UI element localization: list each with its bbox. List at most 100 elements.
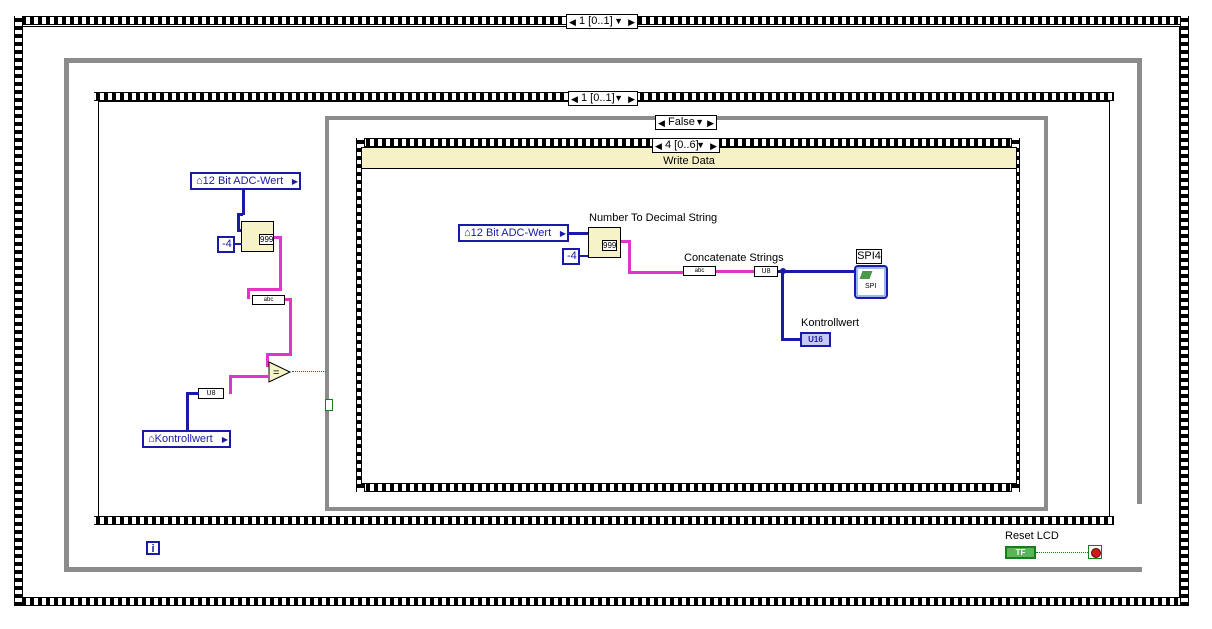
info-icon[interactable]: i bbox=[146, 541, 160, 555]
home-icon: ⌂ bbox=[196, 175, 203, 187]
chip-icon bbox=[859, 271, 873, 279]
wire-numeric bbox=[237, 213, 243, 216]
spi-glyph: SPI bbox=[865, 283, 877, 290]
constant-value: -4 bbox=[222, 238, 232, 250]
subdiagram-label-bar: Write Data bbox=[362, 148, 1016, 169]
u8-glyph: U8 bbox=[206, 390, 216, 397]
wire-numeric bbox=[235, 243, 242, 245]
wire-string bbox=[289, 298, 292, 355]
inner-sequence-frame-label: 1 [0..1] bbox=[581, 92, 615, 104]
concat-glyph: abc bbox=[694, 268, 705, 274]
wire-string bbox=[716, 270, 754, 273]
outer-sequence-right-border bbox=[1180, 16, 1189, 606]
concat-glyph: abc bbox=[263, 297, 274, 303]
kontrollwert-label: Kontrollwert bbox=[801, 317, 860, 329]
write-sequence-bottom-border bbox=[356, 483, 1020, 492]
subdiagram-label: Write Data bbox=[663, 155, 715, 167]
wire-boolean bbox=[1036, 552, 1088, 553]
arrow-right-icon: ▶ bbox=[291, 177, 298, 186]
prev-frame-icon[interactable]: ◀ bbox=[569, 17, 576, 27]
arrow-right-icon: ▶ bbox=[559, 229, 566, 238]
wire-string bbox=[229, 375, 232, 394]
wire-string bbox=[266, 353, 292, 356]
concatenate-strings-node[interactable]: abc bbox=[252, 295, 285, 305]
wire-numeric bbox=[237, 229, 242, 232]
info-glyph: i bbox=[151, 543, 155, 555]
home-icon: ⌂ bbox=[148, 433, 155, 445]
wire-numeric bbox=[186, 392, 199, 395]
number-glyph: 999 bbox=[602, 240, 618, 251]
write-adc-local-variable[interactable]: ⌂12 Bit ADC-Wert ▶ bbox=[458, 224, 569, 242]
wire-string bbox=[621, 240, 630, 243]
adc-local-label: 12 Bit ADC-Wert bbox=[202, 175, 284, 187]
wire-string bbox=[274, 236, 281, 239]
wire-string bbox=[628, 271, 683, 274]
next-frame-icon[interactable]: ▶ bbox=[628, 17, 635, 27]
next-frame-icon[interactable]: ▶ bbox=[628, 94, 635, 104]
case-selector[interactable]: ◀ False ▼ ▶ bbox=[655, 115, 717, 130]
wire-numeric bbox=[186, 392, 189, 432]
wire-numeric bbox=[237, 213, 240, 230]
write-sequence-frame-label: 4 [0..6] bbox=[665, 139, 699, 151]
next-case-icon[interactable]: ▶ bbox=[707, 118, 714, 128]
spi-subvi-node[interactable]: SPI bbox=[854, 265, 888, 299]
write-type-cast-u8-node[interactable]: U8 bbox=[754, 266, 778, 277]
write-concatenate-strings-node[interactable]: abc bbox=[683, 266, 716, 276]
outer-sequence-frame-label: 1 [0..1] bbox=[579, 15, 613, 27]
tf-glyph: TF bbox=[1015, 548, 1026, 557]
wire-string bbox=[266, 353, 269, 367]
kontrollwert-indicator[interactable]: U16 bbox=[800, 332, 831, 347]
number-glyph: 999 bbox=[259, 234, 275, 245]
chevron-down-icon[interactable]: ▼ bbox=[696, 140, 705, 150]
reset-lcd-terminal[interactable]: TF bbox=[1005, 546, 1036, 559]
wire-string bbox=[285, 298, 291, 301]
chevron-down-icon[interactable]: ▼ bbox=[695, 117, 704, 127]
constant-value: -4 bbox=[567, 250, 577, 262]
while-loop-right-edge bbox=[1137, 58, 1142, 504]
spi-label: SPI4 bbox=[857, 250, 881, 262]
write-adc-local-label: 12 Bit ADC-Wert bbox=[470, 227, 552, 239]
wire-numeric bbox=[242, 190, 245, 215]
write-sequence-selector[interactable]: ◀ 4 [0..6] ▼ ▶ bbox=[652, 138, 720, 153]
stop-icon bbox=[1091, 548, 1101, 558]
wire-string bbox=[247, 288, 282, 291]
wire-numeric bbox=[778, 270, 856, 273]
spi-label-box: SPI4 bbox=[856, 249, 882, 264]
case-selector-terminal[interactable] bbox=[325, 399, 333, 411]
chevron-down-icon[interactable]: ▼ bbox=[614, 16, 623, 26]
equal-comparison-node[interactable]: = bbox=[268, 361, 292, 383]
wire-string bbox=[247, 288, 250, 299]
adc-local-variable[interactable]: ⌂12 Bit ADC-Wert ▶ bbox=[190, 172, 301, 190]
outer-sequence-selector[interactable]: ◀ 1 [0..1] ▼ ▶ bbox=[566, 14, 638, 29]
write-width-constant[interactable]: -4 bbox=[562, 248, 580, 265]
while-loop-frame bbox=[64, 58, 1142, 572]
home-icon: ⌂ bbox=[464, 227, 471, 239]
wire-string bbox=[628, 240, 631, 273]
kontrollwert-local-label: Kontrollwert bbox=[154, 433, 213, 445]
u16-glyph: U16 bbox=[808, 335, 823, 344]
next-frame-icon[interactable]: ▶ bbox=[710, 141, 717, 151]
write-number-to-decimal-string-node[interactable]: 999 bbox=[588, 227, 621, 258]
stop-condition-terminal[interactable] bbox=[1088, 545, 1102, 559]
reset-lcd-label: Reset LCD bbox=[1005, 530, 1059, 542]
chevron-down-icon[interactable]: ▼ bbox=[614, 93, 623, 103]
wire-string bbox=[279, 236, 282, 290]
type-cast-u8-node[interactable]: U8 bbox=[198, 388, 224, 399]
wire-numeric bbox=[569, 232, 589, 235]
kontrollwert-local-variable[interactable]: ⌂Kontrollwert▶ bbox=[142, 430, 231, 448]
write-sequence-frame bbox=[361, 147, 1017, 484]
number-to-decimal-string-label: Number To Decimal String bbox=[589, 212, 718, 224]
inner-sequence-selector[interactable]: ◀ 1 [0..1] ▼ ▶ bbox=[568, 91, 638, 106]
number-to-decimal-string-node[interactable]: 999 bbox=[241, 221, 275, 252]
prev-frame-icon[interactable]: ◀ bbox=[655, 141, 662, 151]
u8-glyph: U8 bbox=[761, 268, 771, 275]
wire-boolean bbox=[292, 371, 326, 372]
case-selector-label: False bbox=[668, 116, 695, 128]
equal-glyph: = bbox=[273, 367, 279, 379]
prev-frame-icon[interactable]: ◀ bbox=[571, 94, 578, 104]
wire-numeric bbox=[781, 272, 784, 340]
outer-sequence-bottom-border bbox=[20, 597, 1186, 606]
wire-junction bbox=[780, 268, 786, 274]
width-constant[interactable]: -4 bbox=[217, 236, 235, 253]
prev-case-icon[interactable]: ◀ bbox=[658, 118, 665, 128]
